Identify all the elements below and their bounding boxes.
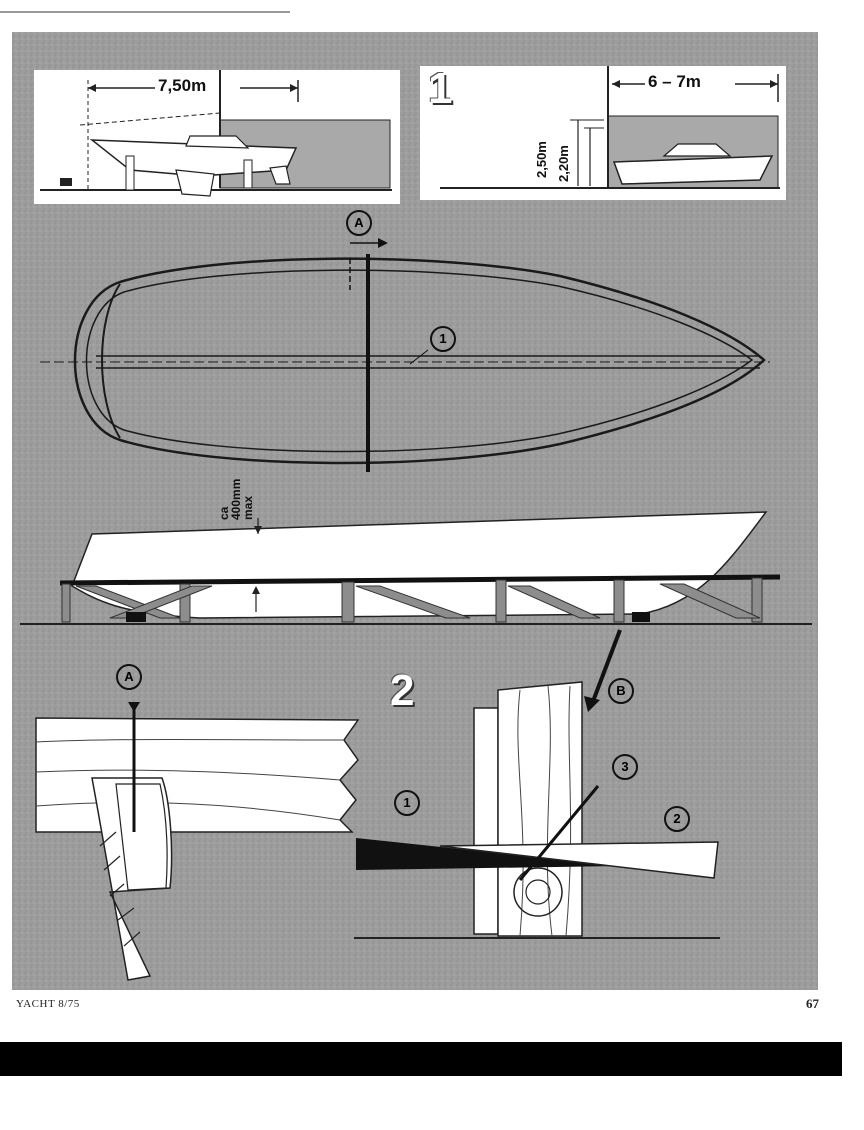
callout-board-2: 2 [664,806,690,832]
panel-garage-sailboat [34,70,400,204]
callout-keel-1: 1 [430,326,456,352]
height-label-2-50m: 2,50m [534,141,549,178]
bottom-black-bar [0,1042,842,1076]
publication-footer: YACHT 8/75 [16,998,80,1010]
detail-section-a [35,702,360,981]
clearance-max: max [241,495,255,520]
hull-side-view [20,511,812,625]
callout-wedge-1: 1 [394,790,420,816]
length-label-7-50m: 7,50m [158,76,207,95]
callout-section-a: A [346,210,372,236]
callout-detail-a: A [116,664,142,690]
height-label-2-20m: 2,20m [556,145,571,182]
length-label-6-7m: 6 – 7m [648,72,701,91]
figure-number-2: 2 [390,666,415,715]
callout-detail-b: B [608,678,634,704]
panel-garage-motorboat [420,66,786,200]
figure-number-1: 1 [428,64,453,113]
detail-support-b [354,629,720,939]
callout-nail-3: 3 [612,754,638,780]
clearance-label: ca 400mm max [217,479,255,520]
page-number: 67 [806,996,819,1011]
hull-plan-view [40,238,770,472]
